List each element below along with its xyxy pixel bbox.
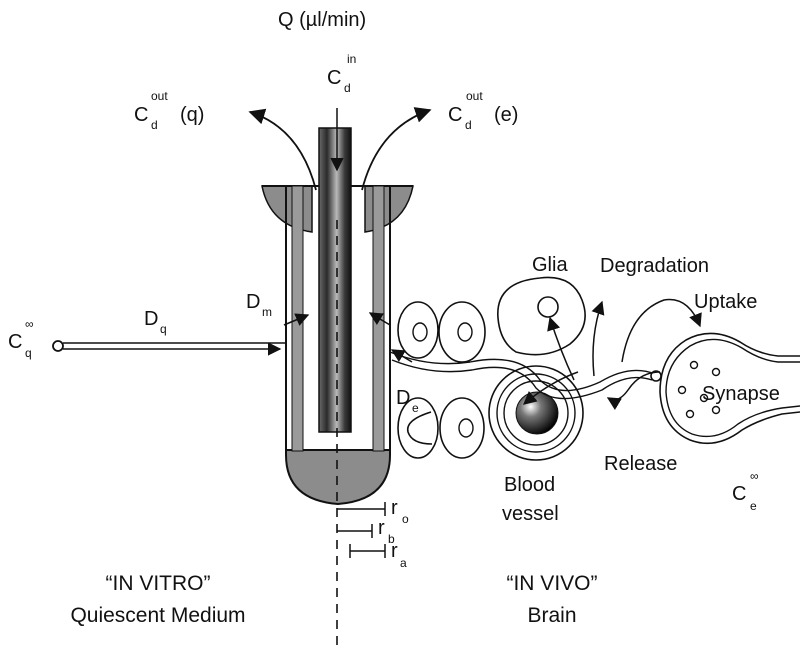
in-vivo-subtitle: Brain [527,604,576,627]
svg-text:D: D [144,308,158,330]
svg-text:q: q [25,346,32,360]
outflow-arrow-right [361,107,432,191]
svg-text:b: b [388,532,395,546]
degradation-arrow [591,300,605,377]
c-e-infinity-label: C e ∞ [732,469,759,513]
release-arrow [606,371,661,411]
c-out-q-label: C d out (q) [134,89,204,132]
blood-vessel [488,365,584,461]
outflow-arrow-left [248,108,317,191]
svg-text:d: d [344,81,351,95]
diffusion-path-inner [391,359,653,400]
probe [261,108,414,650]
d-q-label: D q [144,308,167,336]
svg-text:C: C [8,331,22,353]
blood-cell [515,391,559,435]
svg-text:(e): (e) [494,104,518,126]
blood-vessel-label-1: Blood [504,474,555,496]
c-q-infinity-label: C q ∞ [8,317,34,360]
svg-text:D: D [396,387,410,409]
svg-text:out: out [466,89,483,103]
svg-text:∞: ∞ [750,469,759,483]
svg-text:r: r [391,497,398,519]
svg-text:d: d [151,118,158,132]
svg-text:D: D [246,291,260,313]
svg-text:out: out [151,89,168,103]
radius-markers [337,502,386,558]
flow-rate-label: Q (µl/min) [278,9,366,31]
svg-text:d: d [465,118,472,132]
diffusion-path-outer [389,351,656,392]
svg-text:r: r [378,517,385,539]
glia-cell [497,276,586,356]
brain-cells [397,301,486,459]
r-b-label: r b [378,517,395,546]
vessel-arrow [522,371,579,405]
in-vivo-title: “IN VIVO” [506,572,597,595]
membrane-arrow-left [283,313,310,326]
membrane-arrow-right [368,312,391,326]
svg-text:C: C [448,104,462,126]
uptake-label: Uptake [694,291,757,313]
svg-text:m: m [262,305,272,319]
svg-text:q: q [160,322,167,336]
release-point [650,370,662,382]
svg-text:e: e [750,499,757,513]
r-o-label: r o [391,497,409,526]
probe-tip [285,449,391,506]
svg-text:∞: ∞ [25,317,34,331]
svg-text:r: r [391,540,398,562]
d-e-label: D e [396,387,419,415]
source-point-left [52,340,64,352]
r-a-label: r a [391,540,407,570]
d-m-label: D m [246,291,272,319]
svg-text:C: C [327,67,341,89]
svg-text:in: in [347,52,356,66]
vesicles [677,360,721,419]
svg-text:o: o [402,512,409,526]
glia-label: Glia [532,254,568,276]
synapse-label: Synapse [702,383,780,405]
uptake-arrow [621,298,702,363]
svg-text:C: C [732,483,746,505]
svg-text:C: C [134,104,148,126]
svg-text:(q): (q) [180,104,204,126]
inlet-tube [318,127,352,433]
svg-text:e: e [412,401,419,415]
degradation-label: Degradation [600,255,709,277]
in-vitro-title: “IN VITRO” [106,572,211,595]
svg-text:a: a [400,556,407,570]
in-vitro-subtitle: Quiescent Medium [70,604,245,627]
blood-vessel-label-2: vessel [502,503,559,525]
c-in-label: C d in [327,52,356,95]
release-label: Release [604,453,677,475]
c-out-e-label: C d out (e) [448,89,518,132]
